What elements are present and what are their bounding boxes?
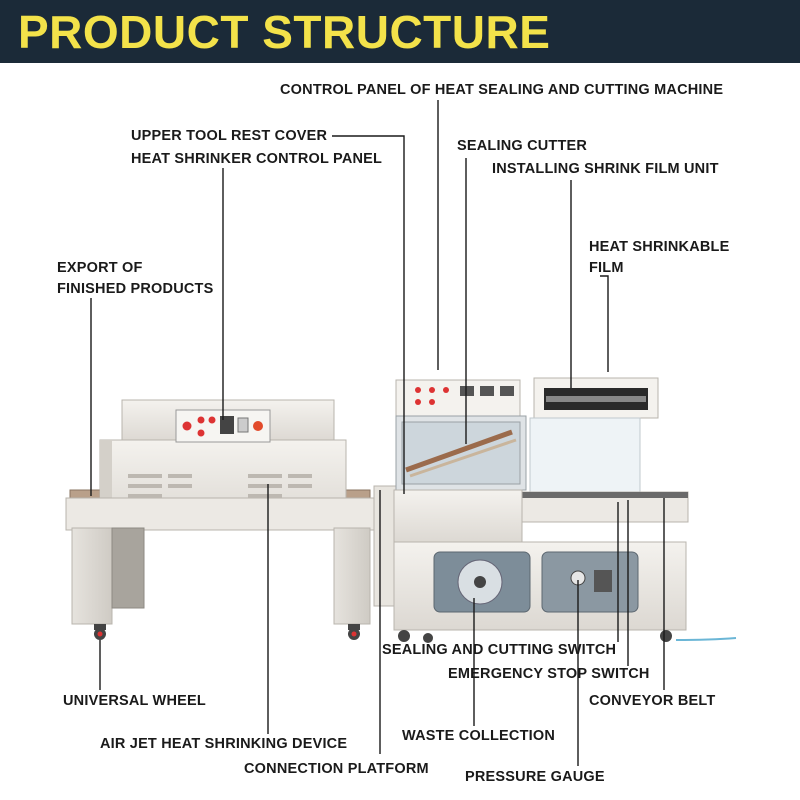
label-heat-shrinker-control-panel: HEAT SHRINKER CONTROL PANEL: [131, 151, 383, 167]
title-banner: PRODUCT STRUCTURE: [0, 0, 800, 63]
label-sealing-cutter: SEALING CUTTER: [457, 138, 588, 154]
label-heat-shrinkable-film-line1: HEAT SHRINKABLE: [589, 239, 730, 255]
label-control-panel-sealing: CONTROL PANEL OF HEAT SEALING AND CUTTIN…: [280, 82, 724, 98]
label-export-finished-line2: FINISHED PRODUCTS: [57, 281, 214, 297]
label-sealing-cutting-switch: SEALING AND CUTTING SWITCH: [382, 642, 617, 658]
sealing-machine: [393, 377, 737, 643]
label-emergency-stop-switch: EMERGENCY STOP SWITCH: [448, 666, 650, 682]
heat-shrink-tunnel: [65, 399, 375, 640]
leader-lines: [90, 100, 665, 766]
label-conveyor-belt: CONVEYOR BELT: [589, 693, 716, 709]
label-connection-platform: CONNECTION PLATFORM: [244, 761, 429, 777]
label-upper-tool-rest-cover: UPPER TOOL REST COVER: [131, 128, 328, 144]
page-title: PRODUCT STRUCTURE: [18, 6, 551, 58]
label-air-jet-device: AIR JET HEAT SHRINKING DEVICE: [100, 736, 348, 752]
label-waste-collection: WASTE COLLECTION: [402, 728, 556, 744]
label-heat-shrinkable-film-line2: FILM: [589, 260, 624, 276]
label-export-finished-line1: EXPORT OF: [57, 260, 143, 276]
label-installing-shrink-film-unit: INSTALLING SHRINK FILM UNIT: [492, 161, 719, 177]
label-pressure-gauge: PRESSURE GAUGE: [465, 769, 605, 785]
label-universal-wheel: UNIVERSAL WHEEL: [63, 693, 206, 709]
